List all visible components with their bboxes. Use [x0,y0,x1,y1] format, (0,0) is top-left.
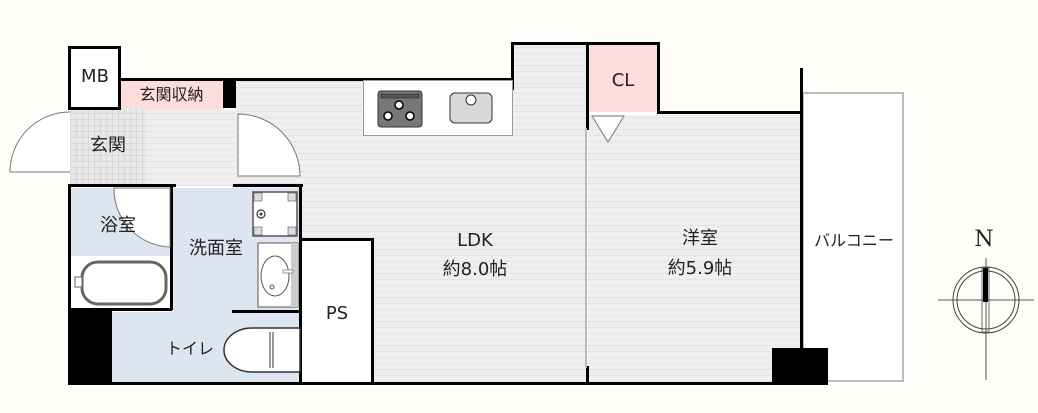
wall [118,78,514,81]
wall [657,42,660,114]
hallway-floor [146,110,236,186]
wall [299,184,302,384]
wall [170,236,173,310]
ps-area [302,240,372,382]
hallway-door-icon [237,113,301,177]
closet-door-icon [591,115,625,143]
wall [233,184,303,187]
room-label-entrance: 玄関 [90,135,126,156]
room-label-washroom: 洗面室 [189,238,243,259]
room-label-entrance-storage: 玄関収納 [139,85,204,104]
wall [170,186,173,236]
room-label-bathroom: 浴室 [100,215,136,236]
wall [371,238,374,384]
entrance-floor [70,108,146,186]
wall [70,308,172,311]
room-label-western-room: 洋室 [682,228,718,249]
compass-north-label: N [974,227,994,252]
mb-room [70,48,119,108]
wall [68,107,121,110]
closet-area [588,44,658,112]
wall [772,348,828,384]
sliding-partition [585,128,587,368]
room-label-ldk: LDK [457,230,493,251]
wall [68,184,176,187]
wall [299,238,374,241]
room-size-ldk: 約8.0帖 [442,259,508,280]
wall [223,78,236,108]
bathroom-door-icon [113,187,171,248]
vanity-sink-icon [257,242,299,308]
wall [586,366,589,384]
wall [586,382,828,385]
wall [657,111,803,114]
wall [800,68,803,384]
stove-icon [377,90,423,128]
toilet-icon [223,327,301,373]
wall [68,184,71,384]
room-label-mb: MB [81,66,109,87]
wall [232,310,302,313]
wall [68,46,71,110]
room-label-closet: CL [611,70,635,91]
entrance-door-icon [9,111,71,173]
western-room-floor [588,115,802,382]
wall [586,42,589,130]
entrance-storage-area [119,80,224,110]
wall [68,382,590,385]
room-label-balcony: バルコニー [814,231,894,250]
bathtub-icon [74,260,168,306]
washing-machine-icon [252,191,298,237]
ldk-kitchen-niche-floor [512,44,586,84]
compass-icon [938,258,1034,380]
wall [511,42,514,90]
room-label-ps: PS [325,303,349,324]
room-size-western-room: 約5.9帖 [667,258,733,279]
room-label-toilet: トイレ [165,339,214,358]
wall [68,310,112,384]
balcony-area [802,92,904,382]
sink-icon [449,92,493,124]
wall [68,46,121,49]
wall [511,42,660,45]
